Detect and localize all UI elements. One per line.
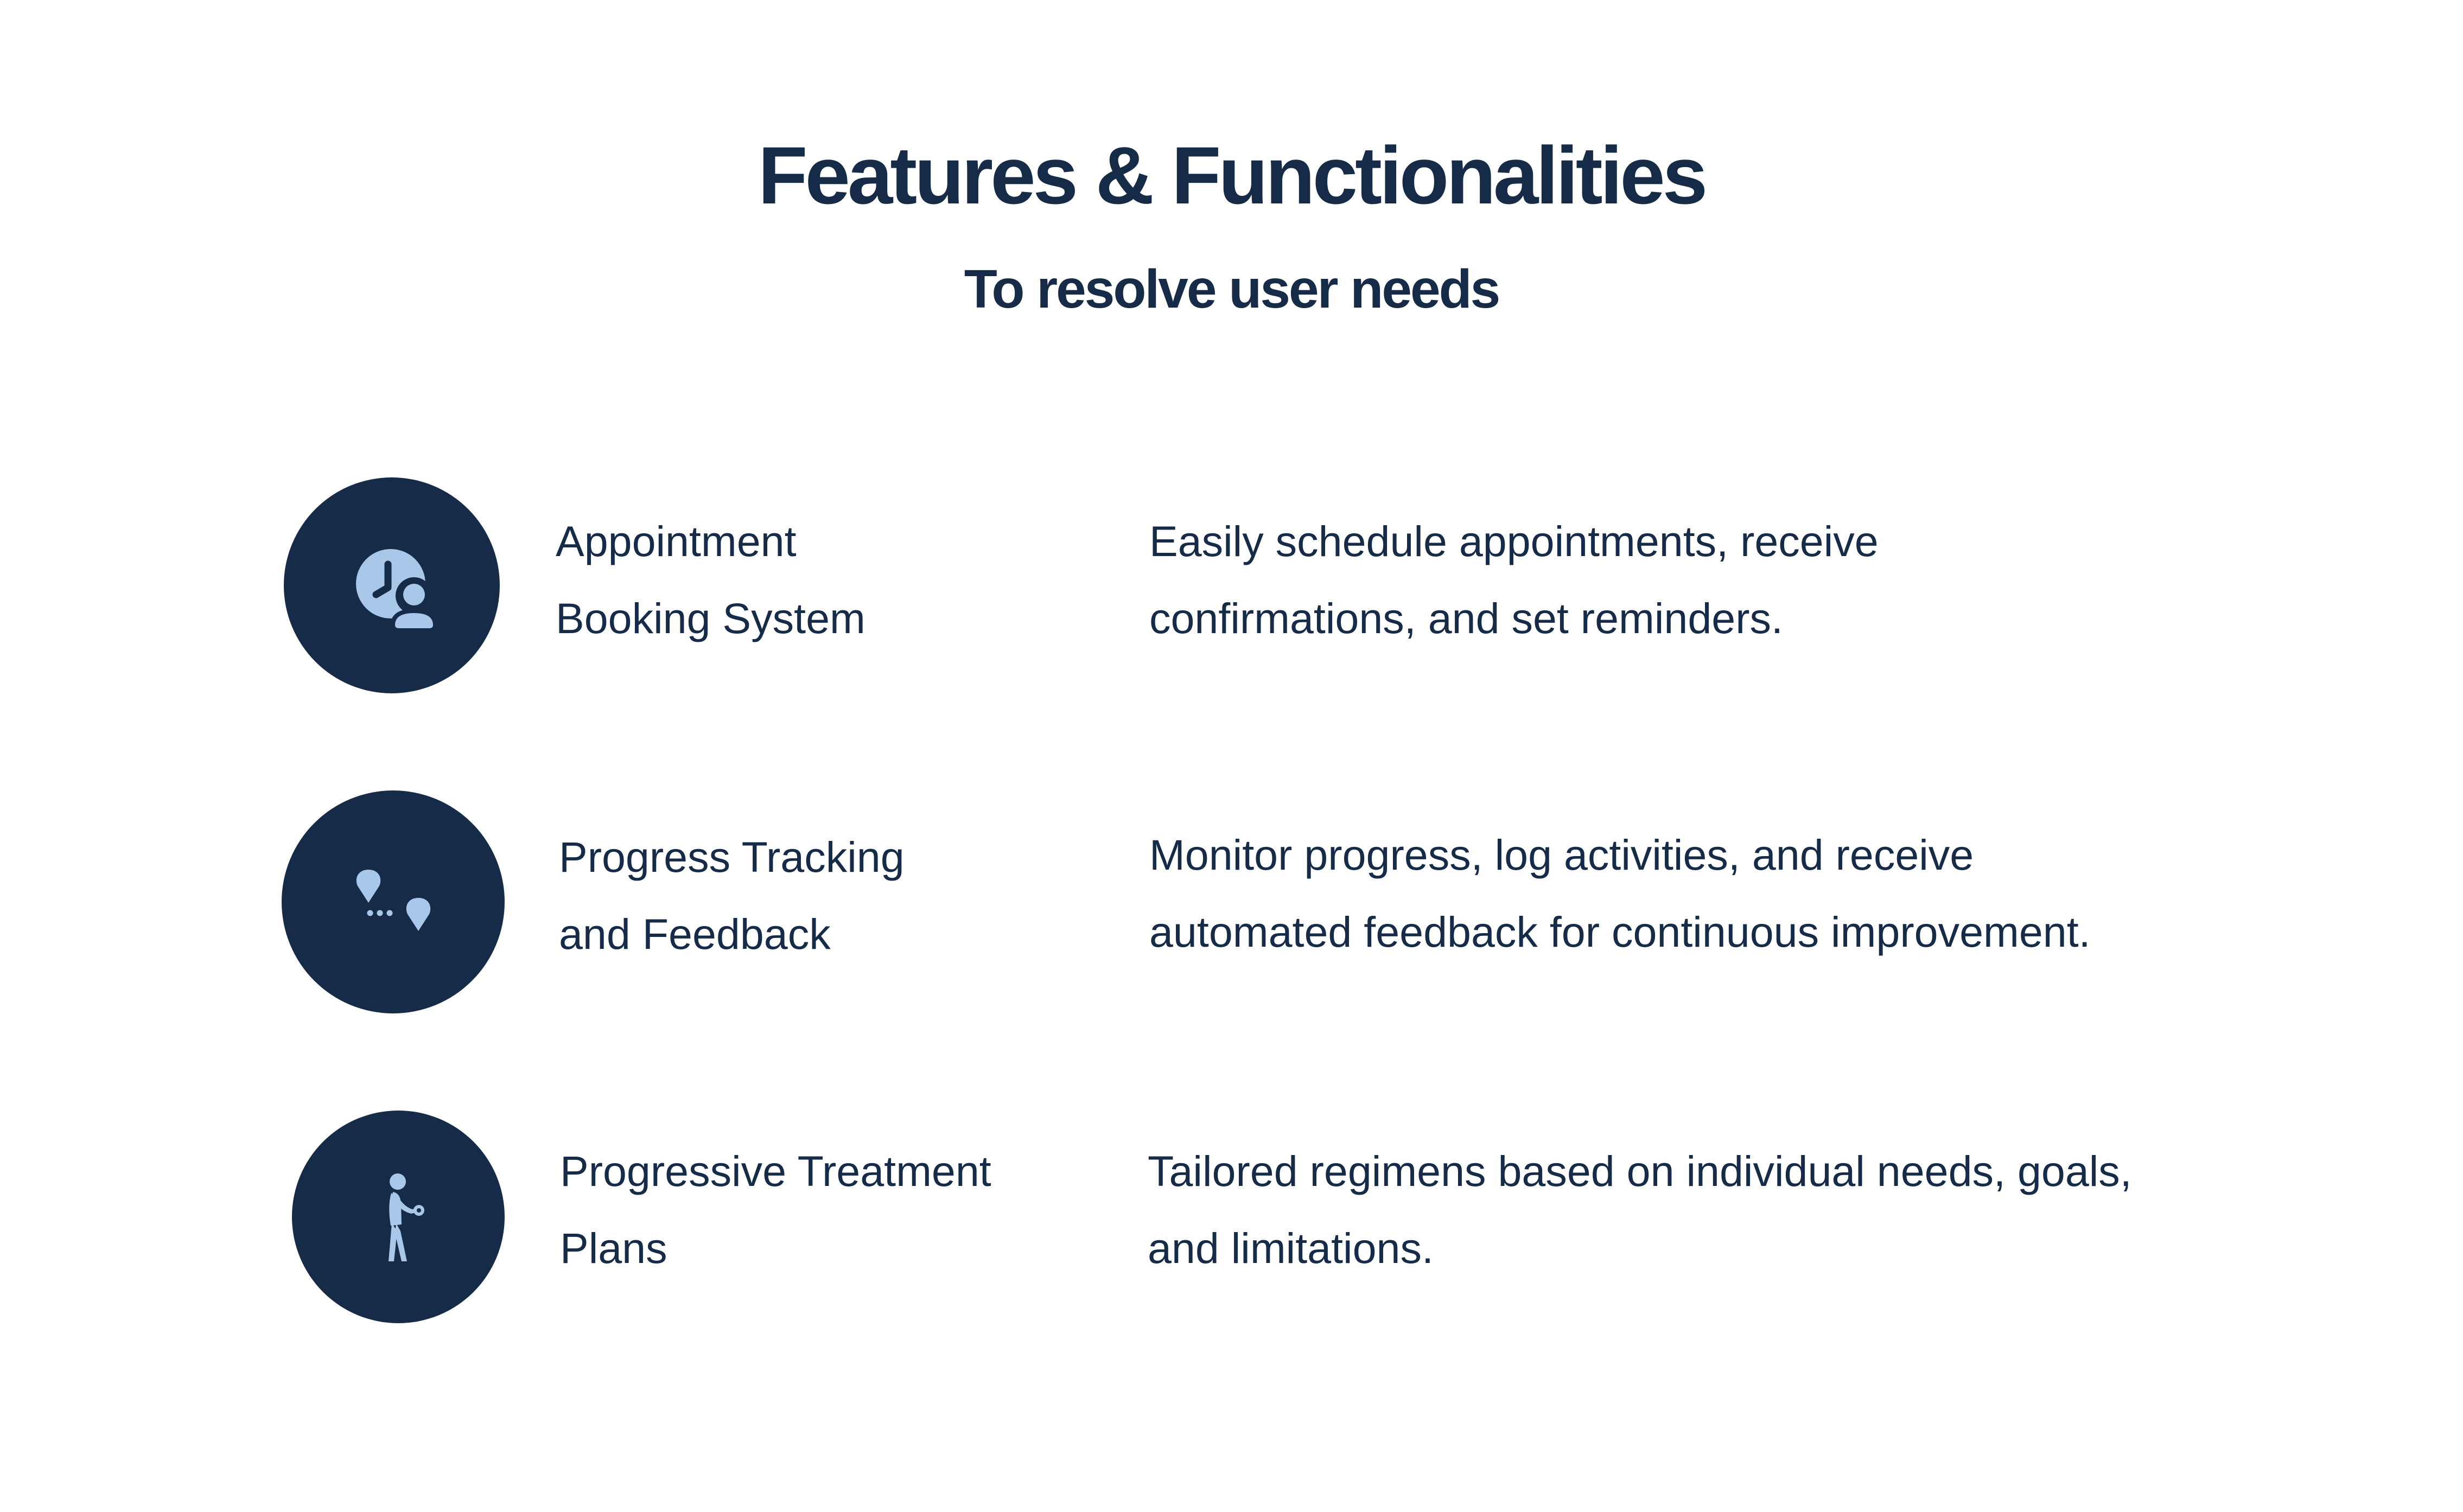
appointment-icon-badge [284,477,500,693]
page-subtitle: To resolve user needs [964,259,1501,320]
page-title: Features & Functionalities [758,130,1708,221]
person-exercise-icon [389,1173,424,1261]
feature-desc-line: Monitor progress, log activities, and re… [1149,831,1974,879]
feature-desc-line: and limitations. [1148,1224,1434,1272]
feature-name-line: Plans [560,1224,667,1272]
route-pins-icon [356,870,431,931]
feature-name-line: Progressive Treatment [560,1147,991,1195]
feature-desc-line: Easily schedule appointments, receive [1149,517,1879,565]
feature-desc-line: confirmations, and set reminders. [1149,594,1783,642]
feature-desc-progress: Monitor progress, log activities, and re… [1149,816,2091,971]
feature-name-line: Progress Tracking [559,833,905,881]
treatment-icon-badge [292,1111,505,1323]
feature-name-line: and Feedback [559,910,831,958]
feature-desc-treatment: Tailored regimens based on individual ne… [1148,1133,2132,1287]
feature-desc-appointment: Easily schedule appointments, receive co… [1149,503,1879,657]
feature-name-appointment: Appointment Booking System [556,503,865,657]
calendar-clock-user-icon [356,549,438,628]
progress-icon-badge [282,790,505,1013]
feature-name-line: Booking System [556,594,865,642]
feature-name-line: Appointment [556,517,797,565]
feature-name-progress: Progress Tracking and Feedback [559,819,905,973]
feature-desc-line: Tailored regimens based on individual ne… [1148,1147,2132,1195]
feature-name-treatment: Progressive Treatment Plans [560,1133,991,1287]
feature-desc-line: automated feedback for continuous improv… [1149,908,2091,956]
